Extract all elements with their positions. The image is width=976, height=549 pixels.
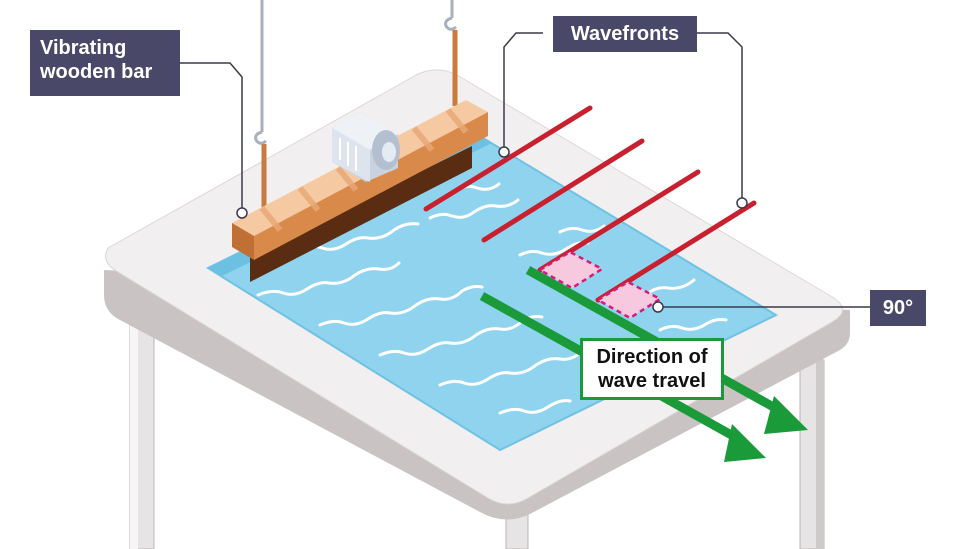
table-legs [129, 319, 825, 549]
leader-lines [180, 32, 870, 308]
label-vibrating-wooden-bar: Vibrating wooden bar [30, 30, 180, 96]
label-90-degrees: 90° [870, 290, 926, 326]
wavefront-2 [481, 138, 645, 243]
wavefront-1 [423, 105, 593, 212]
label-wavefronts: Wavefronts [553, 16, 697, 52]
label-direction-of-wave-travel: Direction of wave travel [580, 338, 724, 400]
right-angle-markers [537, 250, 663, 320]
leader-dots [236, 146, 748, 313]
motor-icon [332, 112, 400, 182]
